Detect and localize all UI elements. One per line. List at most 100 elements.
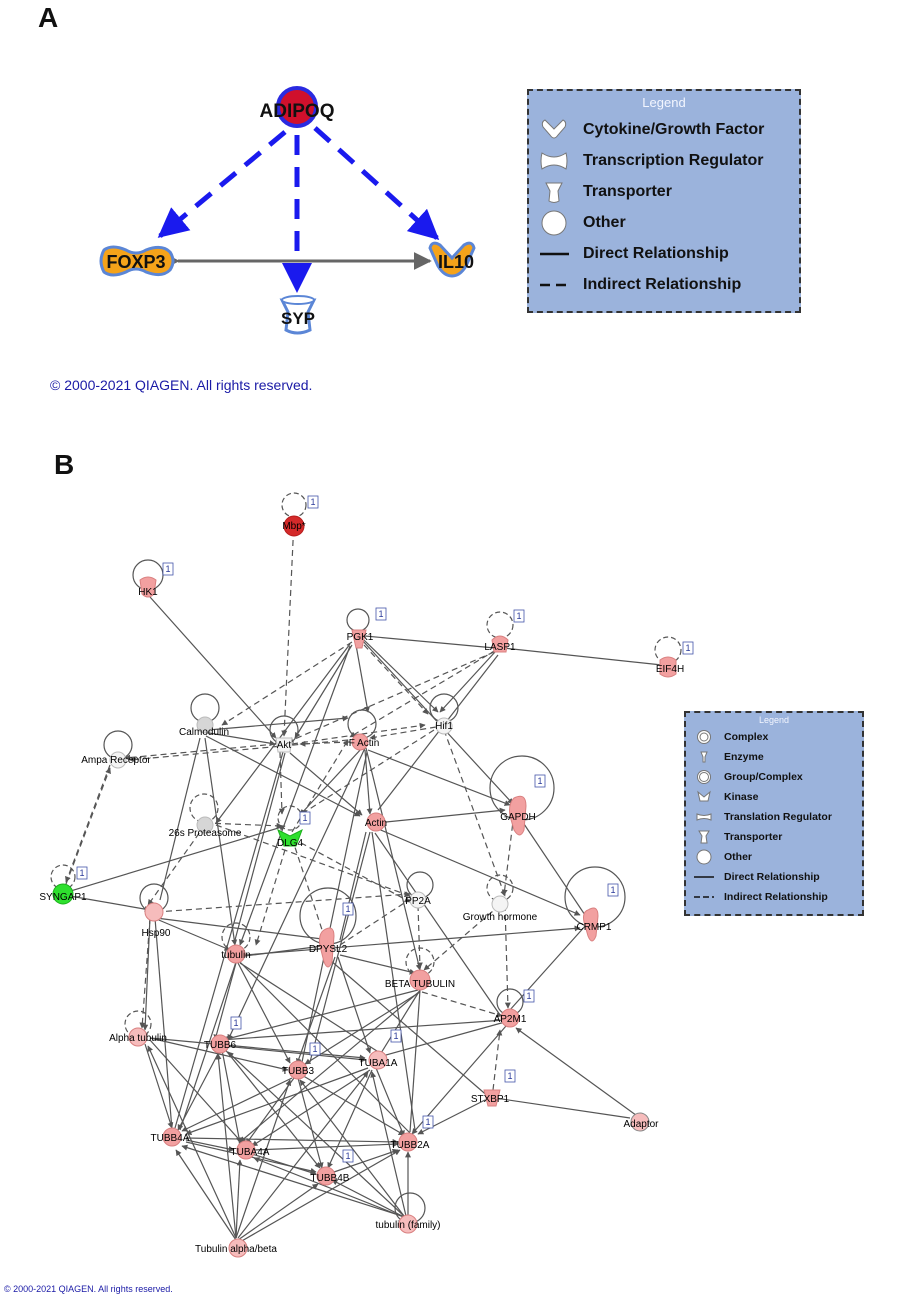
node-crmp1-label: CRMP1 [576,922,611,933]
node-stxbp1[interactable]: STXBP1 1 [471,1069,516,1107]
node-akt[interactable]: Akt [275,737,293,753]
node-hif1[interactable]: Hif1 [435,717,453,735]
legend-label: Other [724,851,753,863]
badge-lasp1: 1 [516,611,521,621]
node-calmodulin[interactable]: Calmodulin [179,716,229,738]
node-tuba1a[interactable]: TUBA1A 1 [359,1029,402,1070]
enzyme-icon [694,748,714,766]
node-proteasome[interactable]: 26s Proteasome [169,816,242,839]
edge-adipoq-il10 [313,126,440,241]
node-mbp-label: Mbp* [282,521,305,532]
legend-label: Transcription Regulator [583,151,764,169]
indirect-relationship-icon [539,272,569,298]
cytokine-growth-factor-icon [539,117,569,143]
node-akt-label: Akt [277,740,292,751]
badge-stxbp1: 1 [507,1071,512,1081]
badge-syngap1: 1 [79,868,84,878]
node-il10[interactable]: IL10 [428,241,476,278]
legend-label: Transporter [583,182,672,200]
node-hsp90[interactable]: Hsp90 [142,902,171,939]
translation-regulator-icon [694,808,714,826]
legend-item: Direct Relationship [539,238,789,269]
node-proteasome-label: 26s Proteasome [169,828,242,839]
node-pgk1[interactable]: PGK1 1 [347,607,387,649]
node-adaptor[interactable]: Adaptor [623,1112,659,1132]
legend-item: Direct Relationship [694,867,854,887]
legend-label: Enzyme [724,751,764,763]
node-ap2m1-label: AP2M1 [494,1014,527,1025]
node-hk1[interactable]: HK1 1 [138,562,174,598]
node-syngap1[interactable]: SYNGAP1 1 [39,866,88,905]
legend-label: Cytokine/Growth Factor [583,120,765,138]
transporter-icon [694,828,714,846]
node-tuba4a[interactable]: TUBA4A [231,1140,270,1160]
other-icon [694,848,714,866]
node-pp2a[interactable]: PP2A [405,891,431,909]
legend-item: Indirect Relationship [694,887,854,907]
node-dlg4[interactable]: DLG4 1 [277,811,311,849]
node-factin-label: F Actin [349,738,380,749]
badge-crmp1: 1 [610,885,615,895]
legend-label: Direct Relationship [724,871,820,883]
node-mbp[interactable]: Mbp* 1 [282,495,319,537]
node-tubb4b-label: TUBB4B [311,1173,350,1184]
node-betatub-label: BETA TUBULIN [385,979,455,990]
transporter-icon [539,179,569,205]
panel-b-self-loops [50,492,682,1224]
node-actin[interactable]: Actin [365,812,387,832]
node-gapdh[interactable]: GAPDH 1 [500,774,546,836]
badge-dlg4: 1 [302,813,307,823]
node-tubab-label: Tubulin alpha/beta [195,1244,277,1255]
node-tubb3[interactable]: TUBB3 1 [282,1042,321,1080]
node-tubab[interactable]: Tubulin alpha/beta [195,1238,277,1258]
node-tubb4a[interactable]: TUBB4A [151,1127,190,1147]
legend-item: Cytokine/Growth Factor [539,114,789,145]
node-factin[interactable]: F Actin [349,733,380,751]
node-tubb3-label: TUBB3 [282,1066,315,1077]
node-betatub[interactable]: BETA TUBULIN [385,969,455,991]
legend-item: Indirect Relationship [539,269,789,300]
legend-label: Kinase [724,791,759,803]
legend-label: Translation Regulator [724,811,832,823]
node-adaptor-label: Adaptor [623,1119,659,1130]
node-ampa-label: Ampa Receptor [81,755,151,766]
node-growth[interactable]: Growth hormone [463,895,538,923]
badge-hk1: 1 [165,564,170,574]
legend-item: Group/Complex [694,767,854,787]
legend-item: Transporter [539,176,789,207]
direct-relationship-icon [539,241,569,267]
legend-item: Enzyme [694,747,854,767]
node-adipoq[interactable]: ADIPOQ [260,86,335,128]
legend-panel-b: Legend Complex Enzyme Group/Complex Kina… [684,711,864,916]
copyright-panel-b: © 2000-2021 QIAGEN. All rights reserved. [4,1284,173,1294]
node-stxbp1-label: STXBP1 [471,1094,510,1105]
panel-b-indirect-edges [65,519,516,1091]
legend-item: Transcription Regulator [539,145,789,176]
node-ap2m1[interactable]: AP2M1 1 [494,989,535,1028]
node-tubb6[interactable]: TUBB6 1 [204,1016,242,1054]
node-tubulin-label: tubulin [221,950,250,961]
node-crmp1[interactable]: CRMP1 1 [576,883,619,942]
node-dpysl2[interactable]: DPYSL2 1 [309,902,354,968]
node-foxp3[interactable]: FOXP3 [99,245,175,277]
node-tubb2a[interactable]: TUBB2A 1 [391,1115,434,1152]
badge-tubb6: 1 [233,1018,238,1028]
node-alphatub[interactable]: Alpha tubulin [109,1027,167,1047]
node-ampa[interactable]: Ampa Receptor [81,751,151,769]
node-pgk1-label: PGK1 [347,632,374,643]
node-tubulin[interactable]: tubulin [221,944,251,964]
node-syp[interactable]: SYP [279,295,317,335]
node-eif4h[interactable]: EIF4H 1 [656,641,694,678]
group-complex-icon [694,768,714,786]
legend-item: Other [539,207,789,238]
node-tubb4b[interactable]: TUBB4B 1 [311,1149,354,1186]
node-lasp1[interactable]: LASP1 1 [484,609,525,653]
badge-pgk1: 1 [378,609,383,619]
direct-relationship-icon [694,868,714,886]
node-tubfam[interactable]: tubulin (family) [375,1214,441,1234]
node-gapdh-label: GAPDH [500,812,536,823]
node-tuba4a-label: TUBA4A [231,1147,270,1158]
badge-tuba1a: 1 [393,1031,398,1041]
panel-a-edges [157,126,440,293]
